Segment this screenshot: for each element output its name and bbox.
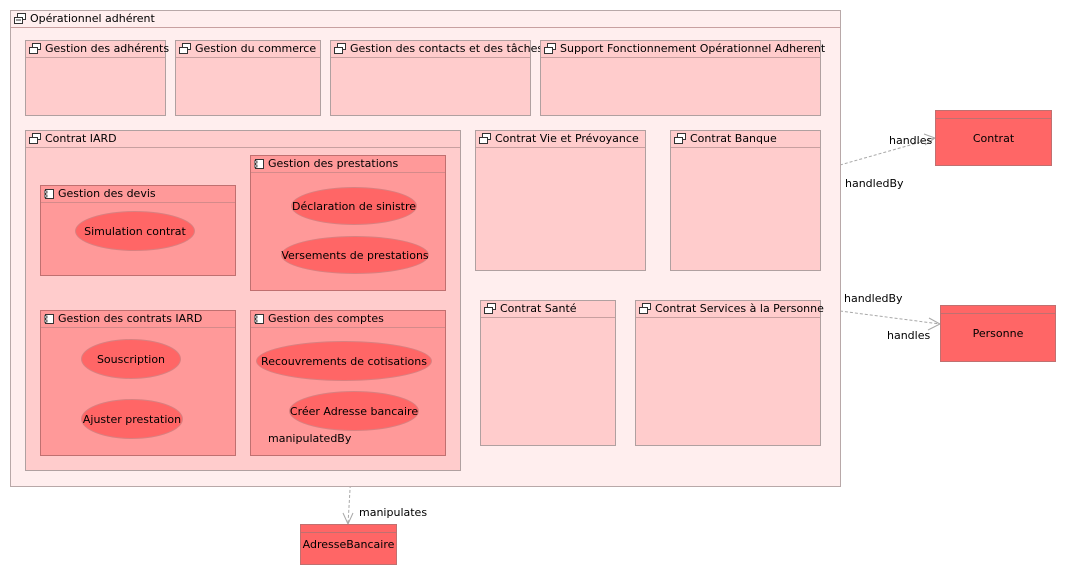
component-icon (254, 158, 264, 169)
package-contrat-services-personne[interactable]: Contrat Services à la Personne (635, 300, 824, 446)
usecase-recouvrements-cotisations[interactable]: Recouvrements de cotisations (256, 341, 432, 381)
package-icon (639, 303, 651, 314)
package-header (636, 301, 820, 318)
component-icon (44, 313, 54, 324)
package-header (176, 41, 320, 58)
package-title: Contrat Santé (500, 302, 577, 315)
usecase-simulation-contrat[interactable]: Simulation contrat (75, 211, 195, 251)
component-gestion-contrats-iard[interactable]: Gestion des contrats IARD Souscription A… (40, 310, 236, 456)
package-icon (674, 133, 686, 144)
entity-personne[interactable]: Personne (940, 305, 1056, 362)
package-header (26, 131, 460, 148)
label-contrat-handledby: handledBy (845, 177, 904, 190)
package-header (671, 131, 820, 148)
package-contrat-vie[interactable]: Contrat Vie et Prévoyance (475, 130, 646, 271)
package-icon (14, 13, 26, 24)
entity-contrat[interactable]: Contrat (935, 110, 1052, 166)
entity-adresse-bancaire[interactable]: AdresseBancaire (300, 524, 397, 565)
package-header (26, 41, 165, 58)
component-header (41, 186, 235, 203)
package-header (541, 41, 820, 58)
component-title: Gestion des devis (58, 187, 156, 200)
entity-separator (941, 313, 1055, 314)
usecase-ajuster-prestation[interactable]: Ajuster prestation (81, 399, 183, 439)
package-header (481, 301, 615, 318)
usecase-versements-prestations[interactable]: Versements de prestations (281, 236, 429, 274)
usecase-declaration-sinistre[interactable]: Déclaration de sinistre (291, 187, 417, 225)
package-header (11, 11, 840, 28)
package-icon (179, 43, 191, 54)
package-contrat-banque[interactable]: Contrat Banque (670, 130, 821, 271)
package-contrat-sante[interactable]: Contrat Santé (480, 300, 616, 446)
component-title: Gestion des contrats IARD (58, 312, 203, 325)
component-icon (254, 313, 264, 324)
package-title: Opérationnel adhérent (30, 12, 155, 25)
package-title: Contrat Services à la Personne (655, 302, 824, 315)
package-icon (334, 43, 346, 54)
package-title: Contrat Banque (690, 132, 777, 145)
entity-label: Personne (972, 327, 1024, 340)
package-title: Contrat Vie et Prévoyance (495, 132, 639, 145)
entity-label: Contrat (972, 131, 1015, 145)
connector-contrat (839, 137, 936, 166)
usecase-souscription[interactable]: Souscription (81, 339, 181, 379)
package-icon (544, 43, 556, 54)
package-title: Gestion du commerce (195, 42, 317, 55)
component-header (251, 311, 445, 328)
label-adresse-manipulatedby: manipulatedBy (268, 432, 352, 445)
package-icon (484, 303, 496, 314)
component-icon (44, 188, 54, 199)
component-header (41, 311, 235, 328)
component-gestion-comptes[interactable]: Gestion des comptes Recouvrements de cot… (250, 310, 446, 456)
package-gestion-adherents[interactable]: Gestion des adhérents (25, 40, 170, 116)
package-gestion-commerce[interactable]: Gestion du commerce (175, 40, 321, 116)
component-gestion-devis[interactable]: Gestion des devis Simulation contrat (40, 185, 236, 276)
label-adresse-manipulates: manipulates (359, 506, 428, 519)
label-contrat-handles: handles (889, 134, 933, 147)
package-header (331, 41, 530, 58)
package-support-fonctionnement[interactable]: Support Fonctionnement Opérationnel Adhe… (540, 40, 825, 116)
package-title: Contrat IARD (45, 132, 117, 145)
package-title: Gestion des contacts et des tâches (350, 42, 544, 55)
package-icon (29, 133, 41, 144)
entity-label: AdresseBancaire (302, 538, 395, 551)
connector-personne (839, 310, 941, 325)
package-title: Gestion des adhérents (45, 42, 170, 55)
component-gestion-prestations[interactable]: Gestion des prestations Déclaration de s… (250, 155, 446, 291)
package-header (476, 131, 645, 148)
entity-separator (936, 118, 1051, 119)
label-personne-handledby: handledBy (844, 292, 903, 305)
component-header (251, 156, 445, 173)
package-icon (29, 43, 41, 54)
component-title: Gestion des prestations (268, 157, 399, 170)
label-personne-handles: handles (887, 329, 931, 342)
package-title: Support Fonctionnement Opérationnel Adhe… (560, 42, 826, 55)
component-title: Gestion des comptes (268, 312, 384, 325)
package-gestion-contacts[interactable]: Gestion des contacts et des tâches (330, 40, 543, 116)
entity-separator (301, 532, 396, 533)
package-icon (479, 133, 491, 144)
usecase-creer-adresse-bancaire[interactable]: Créer Adresse bancaire (289, 391, 419, 431)
